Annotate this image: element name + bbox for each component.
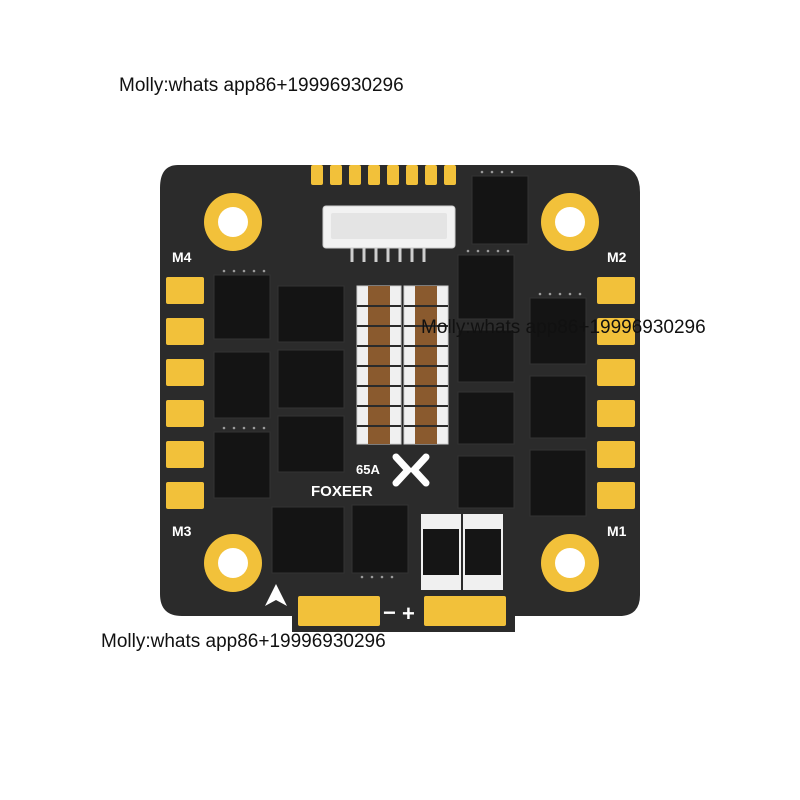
mosfet-chips (213, 175, 587, 574)
watermark-text-top: Molly:whats app86+19996930296 (119, 75, 404, 96)
right-motor-pads (597, 277, 635, 509)
foxeer-logo-icon (392, 453, 430, 487)
mounting-holes (204, 193, 599, 592)
orientation-arrow-icon (265, 584, 287, 606)
watermark-text-bottom: Molly:whats app86+19996930296 (101, 631, 386, 652)
negative-terminal-label: − (383, 600, 396, 625)
m4-label: M4 (172, 249, 192, 265)
m2-label: M2 (607, 249, 627, 265)
capacitor-array-left (356, 285, 402, 445)
positive-terminal-label: + (402, 601, 415, 626)
left-motor-pads (166, 277, 204, 509)
capacitor-array-right (403, 285, 449, 445)
top-connector-pads (311, 165, 456, 185)
chip-pin-dots (222, 170, 582, 579)
brand-label: FOXEER (311, 483, 373, 500)
watermark-text-middle: Molly:whats app86+19996930296 (421, 317, 706, 338)
shunt-resistors (421, 514, 503, 590)
battery-pads (298, 596, 506, 626)
m3-label: M3 (172, 523, 192, 539)
jst-connector (322, 205, 456, 262)
m1-label: M1 (607, 523, 627, 539)
current-rating-label: 65A (356, 462, 380, 477)
